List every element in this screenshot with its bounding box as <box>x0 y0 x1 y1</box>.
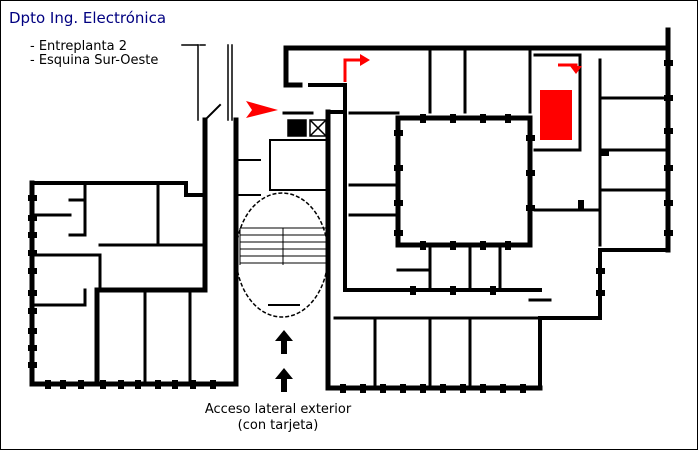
highlighted-room <box>540 90 572 140</box>
access-caption: Acceso lateral exterior <box>204 402 352 417</box>
location-note-corner: - Esquina Sur-Oeste <box>30 53 159 68</box>
route-arrow-heads <box>360 54 582 74</box>
windows <box>28 60 673 393</box>
right-wing <box>283 27 671 391</box>
up-arrow-icon <box>275 330 293 392</box>
walls <box>29 27 671 391</box>
entrance-arrow-icon <box>246 101 278 118</box>
location-note-floor: - Entreplanta 2 <box>30 39 127 54</box>
route-arrow-icon <box>343 58 578 82</box>
access-caption-note: (con tarjeta) <box>237 418 319 433</box>
stairs-icon <box>235 192 329 318</box>
map-title: Dpto Ing. Electrónica <box>9 9 167 27</box>
elevator-icon <box>287 119 327 137</box>
left-wing <box>29 44 239 387</box>
